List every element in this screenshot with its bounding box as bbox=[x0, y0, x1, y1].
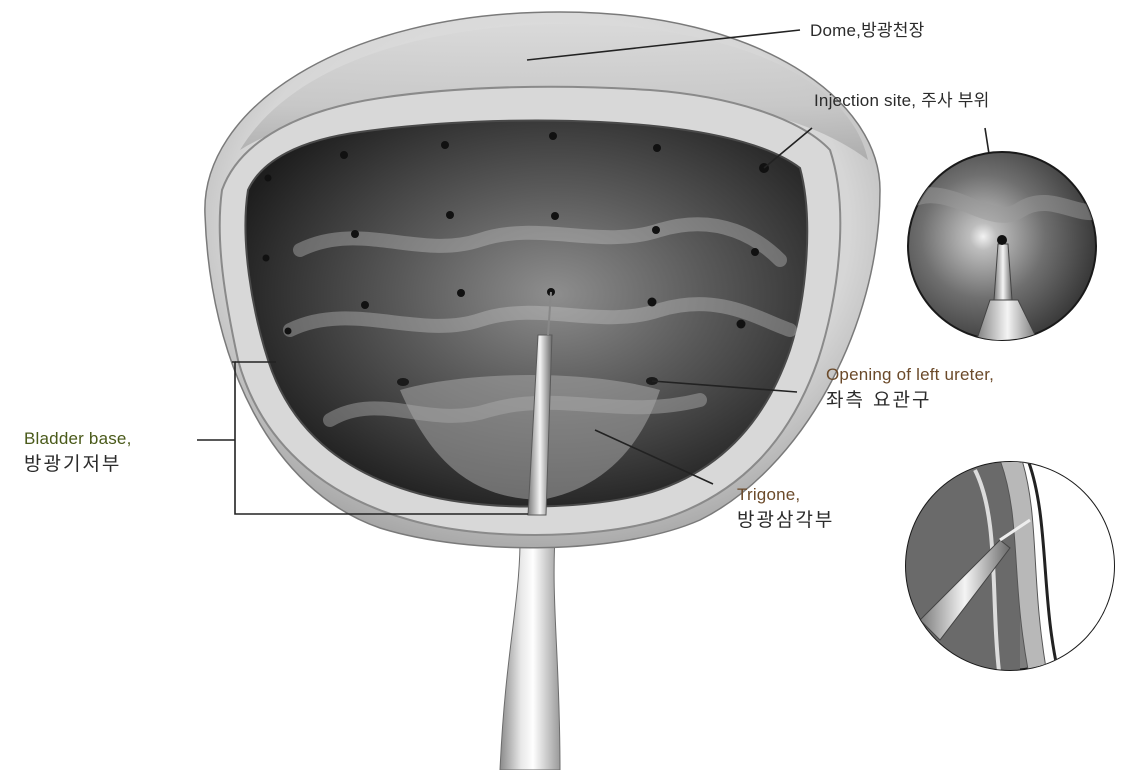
opening-label-en: Opening of left ureter, bbox=[826, 364, 994, 385]
trigone-label-en: Trigone, bbox=[737, 484, 834, 505]
injection-dot bbox=[265, 175, 272, 182]
trigone-label-ko: 방광삼각부 bbox=[737, 509, 834, 533]
injection-dot bbox=[457, 289, 465, 297]
wall-crosssection-inset bbox=[900, 460, 1123, 680]
injection-closeup-inset bbox=[908, 152, 1100, 345]
injection-dot bbox=[441, 141, 449, 149]
injection-dot bbox=[737, 320, 746, 329]
bladder-base-label-ko: 방광기저부 bbox=[24, 453, 132, 477]
opening-label-ko: 좌측 요관구 bbox=[826, 389, 994, 413]
injection-site-label: Injection site, 주사 부위 bbox=[814, 90, 989, 111]
injection-dot bbox=[551, 212, 559, 220]
injection-dot bbox=[648, 298, 657, 307]
right-ureter-opening bbox=[397, 378, 409, 386]
injection-dot bbox=[361, 301, 369, 309]
bladder-base-label-en: Bladder base, bbox=[24, 428, 132, 449]
trigone-label: Trigone, 방광삼각부 bbox=[737, 484, 834, 533]
injection-dot bbox=[285, 328, 292, 335]
injection-dot bbox=[263, 255, 270, 262]
injection-dot bbox=[340, 151, 348, 159]
bladder-neck bbox=[500, 520, 560, 770]
injection-dot bbox=[549, 132, 557, 140]
injection-dot bbox=[446, 211, 454, 219]
injection-dot bbox=[653, 144, 661, 152]
dome-label: Dome,방광천장 bbox=[810, 20, 924, 41]
injection-site-label-text: Injection site, 주사 부위 bbox=[814, 91, 989, 110]
injection-dot bbox=[652, 226, 660, 234]
opening-left-ureter-label: Opening of left ureter, 좌측 요관구 bbox=[826, 364, 994, 413]
bladder-base-label: Bladder base, 방광기저부 bbox=[24, 428, 132, 477]
injection-dot bbox=[751, 248, 759, 256]
injection-dot bbox=[351, 230, 359, 238]
dome-label-text: Dome,방광천장 bbox=[810, 21, 924, 40]
